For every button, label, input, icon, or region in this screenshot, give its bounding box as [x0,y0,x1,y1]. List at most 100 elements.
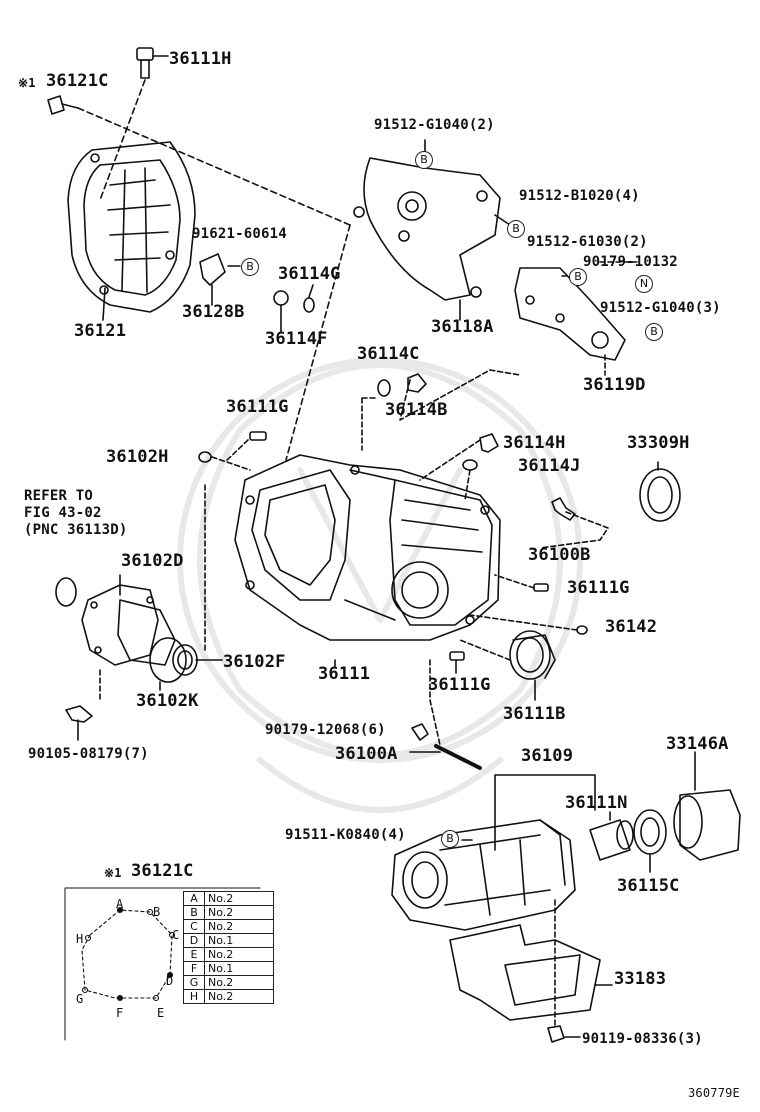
pin-36111g-right-drawing [533,583,549,592]
refer-line-1: REFER TO [24,488,94,504]
washer-36102h-drawing [198,451,212,463]
label-36114g: 36114G [278,264,341,284]
label-91511-k0840: 91511-K0840(4) [285,827,406,843]
label-36114h: 36114H [503,433,566,453]
bubble-b-1: B [415,151,433,169]
leaders-36114 [280,284,314,333]
bubble-b-2: B [507,220,525,238]
leader-36142 [469,614,578,631]
housing-36109-drawing [391,819,576,931]
plug-36114h-drawing [479,433,499,453]
note-mark: ※1 [18,76,36,90]
inset-gasket-diagram [64,887,261,1041]
stud-36100a-drawing [434,744,482,770]
label-90179-12068: 90179-12068(6) [265,722,386,738]
leader-36111h [99,79,146,201]
part-36114c-drawing [377,379,391,397]
label-36102h: 36102H [106,447,169,467]
bubble-b-4: B [569,268,587,286]
watermark-emblem [177,357,583,813]
label-33146a: 33146A [666,734,729,754]
label-33183: 33183 [614,969,667,989]
leader-36100b [539,511,609,549]
inset-point-f: F [116,1006,124,1020]
bolt-90119-drawing [547,1025,565,1043]
label-36114f: 36114F [265,329,328,349]
inset-point-e: E [157,1006,165,1020]
leader-cover-case [77,107,351,226]
leader-36111b [459,639,511,661]
label-36142: 36142 [605,617,658,637]
bolt-90105-drawing [65,705,93,723]
pin-36111g-top-drawing [249,431,267,441]
plug-36111h-drawing [136,47,169,79]
diagram-id: 360779E [688,1086,740,1100]
part-36114b-drawing [407,373,427,393]
leader-36121 [102,287,106,321]
gasket-36114j-drawing [462,459,478,471]
bubble-b-3: B [241,258,259,276]
label-91621-60614: 91621-60614 [192,226,287,242]
stud-36100b-drawing [551,497,576,521]
note-mark-inset: ※1 [104,866,122,880]
label-36119d: 36119D [583,375,646,395]
label-36111g-top: 36111G [226,397,289,417]
label-36102k: 36102K [136,691,199,711]
cover-36121-drawing [67,141,196,313]
label-36102d: 36102D [121,551,184,571]
inset-point-c: C [172,928,180,942]
label-36114j: 36114J [518,456,581,476]
label-36100a: 36100A [335,744,398,764]
adaptor-36102d-drawing [81,584,176,666]
label-91512-g1040-2: 91512-G1040(2) [374,117,495,133]
refer-line-3: (PNC 36113D) [24,522,128,538]
leader-cover-case-2 [285,224,351,461]
label-36114c: 36114C [357,344,420,364]
label-36114b: 36114B [385,400,448,420]
leaders-36118a [424,139,511,321]
inset-point-h: H [76,932,84,946]
label-36121c: 36121C [46,71,109,91]
inset-point-a: A [116,897,124,911]
bubble-b-5: B [645,323,663,341]
seal-36115c-drawing [633,809,667,855]
label-36121: 36121 [74,321,127,341]
label-91512-g1040-3: 91512-G1040(3) [600,300,721,316]
label-36111g-right: 36111G [567,578,630,598]
label-36100b: 36100B [528,545,591,565]
label-91512-61030-2: 91512-61030(2) [527,234,648,250]
label-36111n: 36111N [565,793,628,813]
label-91512-b1020-4: 91512-B1020(4) [519,188,640,204]
label-36111b: 36111B [503,704,566,724]
leaders-36114cb [361,369,521,451]
label-36109: 36109 [521,746,574,766]
inset-point-b: B [153,905,161,919]
label-36111g-lower: 36111G [428,675,491,695]
label-90179-10132: 90179-10132 [583,254,678,270]
bracket-36118a-drawing [353,157,501,301]
label-90105-08179: 90105-08179(7) [28,746,149,762]
part-36114f-drawing [273,290,289,306]
label-36111: 36111 [318,664,371,684]
label-36121c-inset: 36121C [131,861,194,881]
ring-36102k-drawing [149,637,187,683]
bubble-n: N [635,275,653,293]
label-33309h: 33309H [627,433,690,453]
inset-point-d: D [166,974,174,988]
label-36111h: 36111H [169,49,232,69]
leader-36102h [211,456,251,471]
case-36111-drawing [234,454,501,641]
pin-36111g-lower-drawing [449,651,465,661]
ring-36113d-drawing [55,577,77,607]
sleeve-33146a-drawing [673,789,741,861]
label-36102f: 36102F [223,652,286,672]
label-36115c: 36115C [617,876,680,896]
